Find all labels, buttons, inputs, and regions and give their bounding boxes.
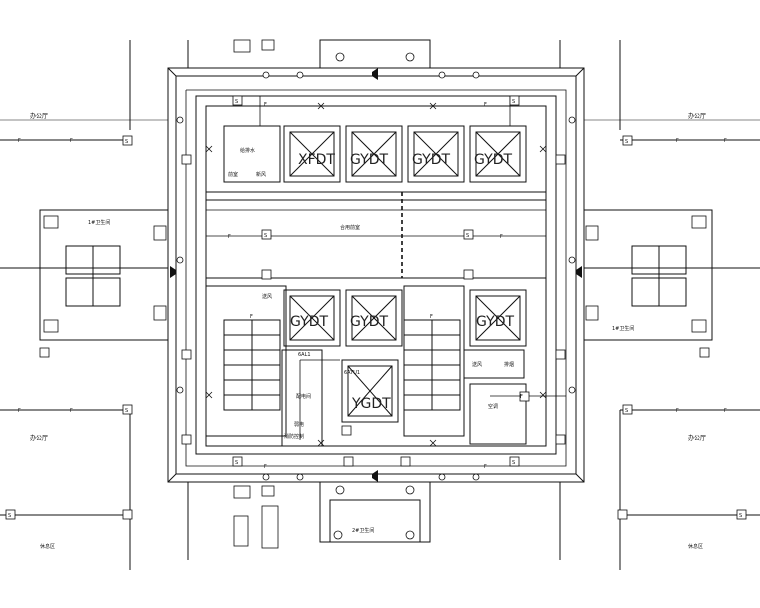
switch-marker: S — [625, 408, 628, 414]
panel-tag-6atu1: 6ATU1 — [344, 370, 360, 376]
switch-marker: S — [235, 99, 238, 105]
elevator-label-4: GYDT — [474, 152, 512, 168]
room-label-office-tl: 办公厅 — [30, 112, 48, 120]
room-label-lobby: 合用前室 — [340, 224, 360, 231]
room-label-b: 新风 — [256, 171, 266, 178]
room-label-water: 给排水 — [240, 147, 255, 154]
corridor-label-br: 休息区 — [688, 543, 703, 550]
switch-marker: S — [125, 139, 128, 145]
room-label-toilet-e: 1#卫生间 — [612, 325, 634, 332]
room-label-toilet-s: 2#卫生间 — [352, 527, 374, 534]
elevator-label-2: GYDT — [350, 152, 388, 168]
room-label-f: 空调 — [488, 403, 498, 410]
room-label-g: 配电间 — [296, 393, 311, 400]
room-label-office-tr: 办公厅 — [688, 112, 706, 120]
room-label-d: 送风 — [472, 361, 482, 368]
fire-marker: F — [264, 464, 267, 470]
fire-marker: F — [500, 234, 503, 240]
fire-marker: F — [430, 314, 433, 320]
fire-marker: F — [70, 138, 73, 144]
elevator-label-8: YGDT — [351, 396, 391, 412]
corridor-label-bl: 休息区 — [40, 543, 55, 550]
fire-marker: F — [18, 408, 21, 414]
fire-marker: F — [228, 234, 231, 240]
elevator-label-5: GYDT — [290, 314, 328, 330]
room-label-a: 前室 — [228, 171, 238, 178]
room-label-i: 消防控制 — [284, 433, 304, 440]
room-label-toilet-w: 1#卫生间 — [88, 219, 110, 226]
room-label-c: 送风 — [262, 293, 272, 300]
fire-marker: F — [724, 408, 727, 414]
fire-marker: F — [70, 408, 73, 414]
switch-marker: S — [512, 460, 515, 466]
room-label-e: 排烟 — [504, 361, 514, 368]
switch-marker: S — [739, 513, 742, 519]
elevator-label-6: GYDT — [350, 314, 388, 330]
switch-marker: S — [625, 139, 628, 145]
elevator-label-1: XFDT — [298, 152, 335, 168]
fire-marker: F — [676, 138, 679, 144]
switch-marker: S — [235, 460, 238, 466]
switch-marker: S — [512, 99, 515, 105]
fire-marker: F — [724, 138, 727, 144]
fire-marker: F — [264, 102, 267, 108]
fire-marker: F — [520, 394, 523, 400]
fire-marker: F — [484, 102, 487, 108]
switch-marker: S — [125, 408, 128, 414]
panel-tag-6al1: 6AL1 — [298, 352, 311, 358]
fire-marker: F — [250, 314, 253, 320]
fire-marker: F — [484, 464, 487, 470]
room-label-office-br: 办公厅 — [688, 434, 706, 442]
fire-marker: F — [676, 408, 679, 414]
room-label-office-bl: 办公厅 — [30, 434, 48, 442]
switch-marker: S — [8, 513, 11, 519]
room-label-h: 弱电 — [294, 421, 304, 428]
switch-marker: S — [466, 233, 469, 239]
switch-marker: S — [264, 233, 267, 239]
elevator-label-7: GYDT — [476, 314, 514, 330]
elevator-label-3: GYDT — [412, 152, 450, 168]
fire-marker: F — [18, 138, 21, 144]
